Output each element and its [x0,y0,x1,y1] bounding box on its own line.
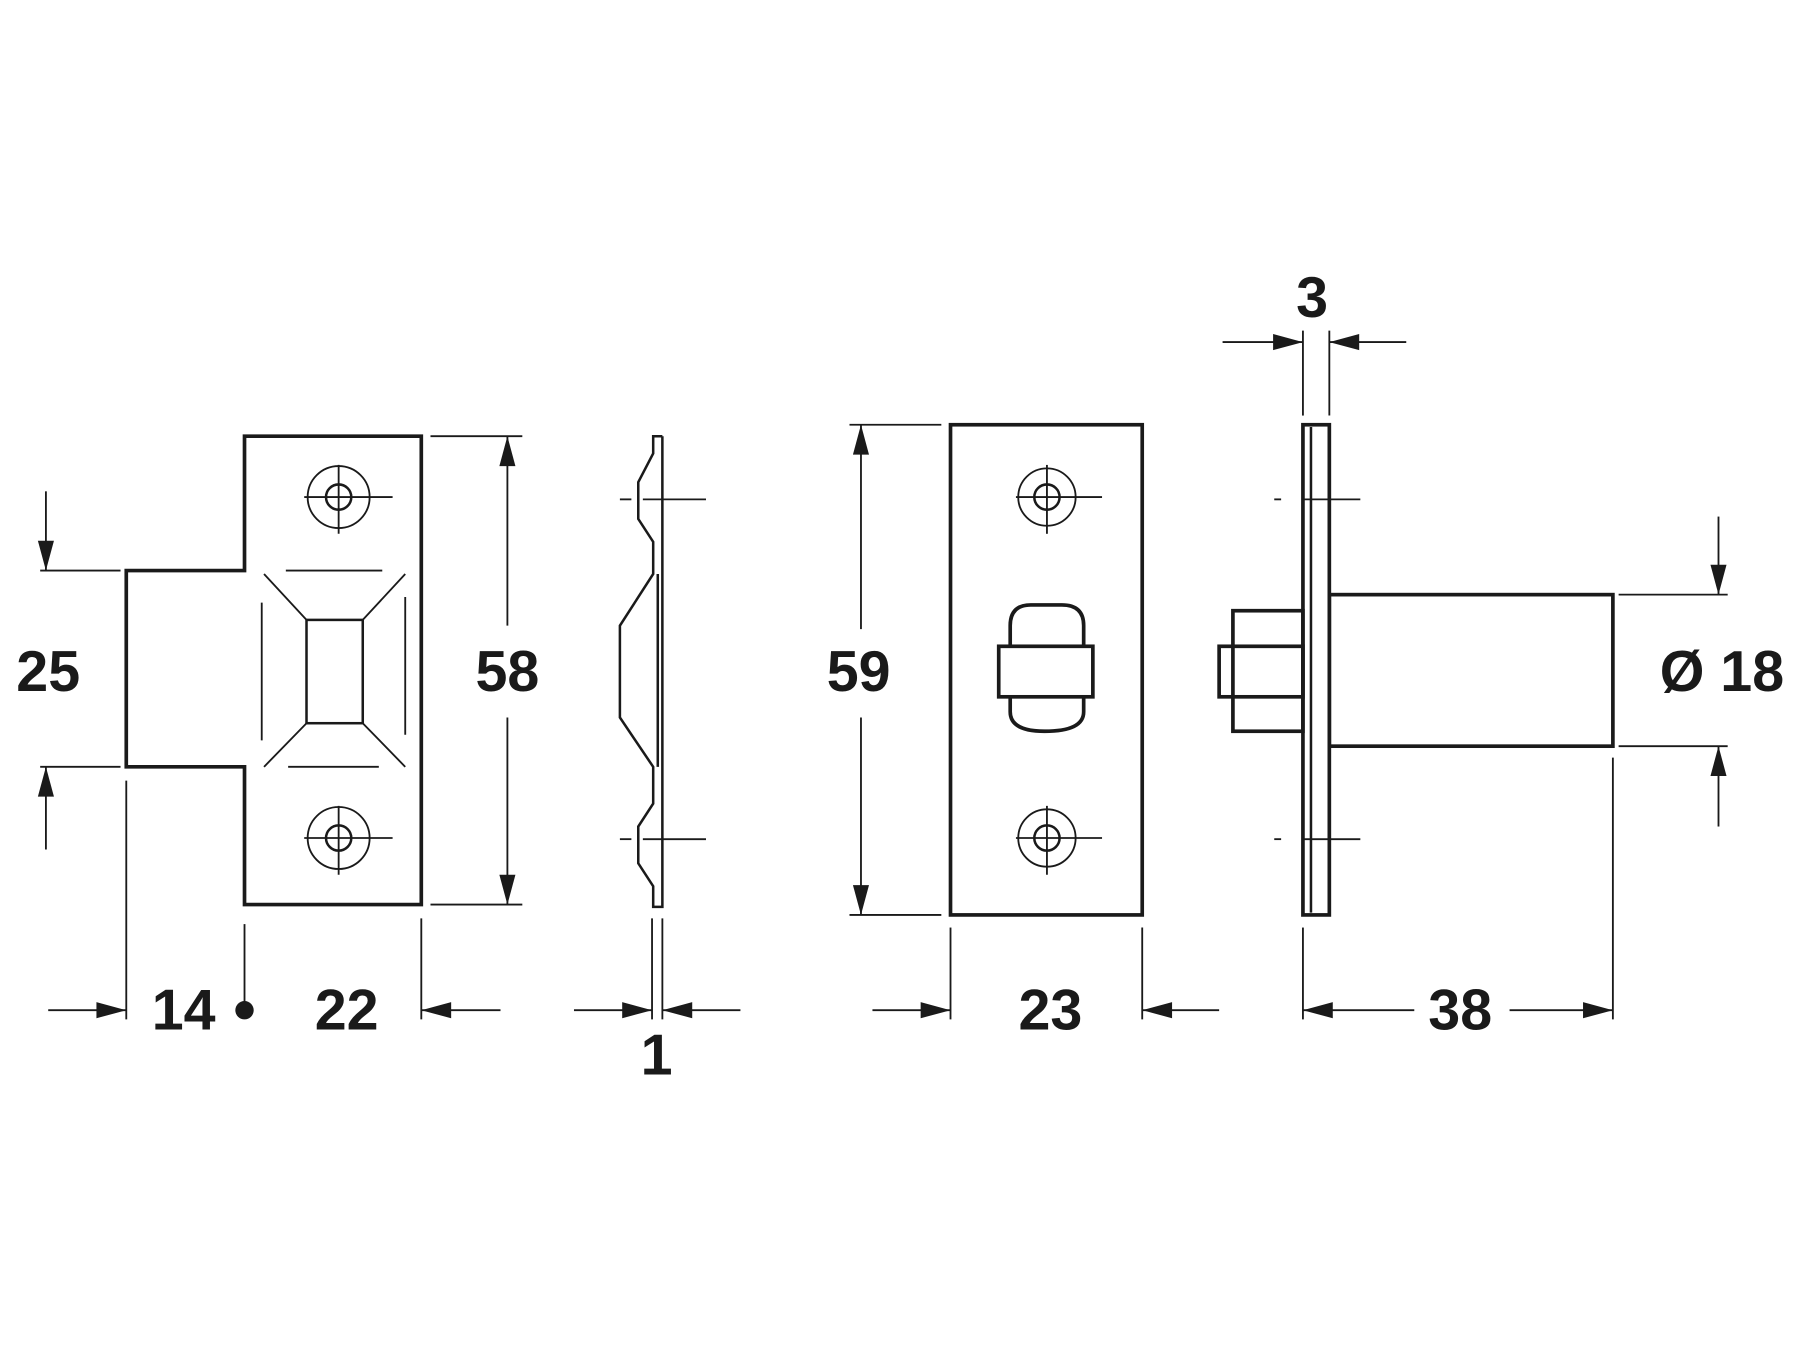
arrowhead-icon [920,1002,951,1019]
dim-tongue-height: 25 [16,640,80,704]
dim-strike-thickness: 1 [641,1023,673,1087]
dim-body-diameter: Ø 18 [1660,640,1784,704]
arrowhead-icon [662,1002,693,1019]
arrowhead-icon [37,540,54,571]
arrowhead-icon [499,436,516,467]
latch-plate-edge [1301,422,1332,917]
dim-strike-height: 58 [475,640,539,704]
screw-hole-icon [1015,805,1103,875]
arrowhead-icon [1142,1002,1173,1019]
latch-faceplate-front-view: 59 23 [827,422,1220,1043]
dimension-arrowheads [37,334,1727,1019]
datum-dot [235,1001,254,1020]
dim-backset: 38 [1428,979,1492,1043]
screw-hole-icon [304,805,393,875]
strike-plate-side-view: 1 [573,434,741,1087]
strike-recess [260,569,407,768]
arrowhead-icon [1710,564,1727,595]
strike-plate-outline [124,434,424,907]
arrowhead-icon [421,1002,452,1019]
screw-hole-icon [1015,464,1103,534]
strike-profile-outline [618,434,664,909]
latch-bolt [1217,608,1305,734]
dimension-lines [40,435,523,1020]
arrowhead-icon [96,1002,127,1019]
arrowhead-icon [37,766,54,797]
dim-faceplate-width: 23 [1018,979,1082,1043]
arrowhead-icon [852,424,870,455]
dim-strike-width: 22 [315,979,379,1043]
faceplate-outline [948,422,1145,917]
dim-tongue-depth: 14 [152,979,216,1043]
arrowhead-icon [1583,1002,1613,1019]
strike-plate-front-view: 25 58 14 22 [16,434,539,1043]
screw-hole-icon [304,464,393,534]
arrowhead-icon [1710,746,1727,777]
arrowhead-icon [852,885,870,915]
latch-bolt-slot [996,603,1095,734]
dim-plate-thickness: 3 [1296,266,1328,330]
arrowhead-icon [1273,334,1303,351]
arrowhead-icon [1302,1002,1333,1019]
dim-faceplate-height: 59 [827,640,891,704]
arrowhead-icon [499,874,516,905]
arrowhead-icon [622,1002,653,1019]
arrowhead-icon [1329,334,1360,351]
latch-side-view: 3 Ø 18 38 [1217,266,1784,1043]
latch-body-cylinder [1327,592,1615,749]
